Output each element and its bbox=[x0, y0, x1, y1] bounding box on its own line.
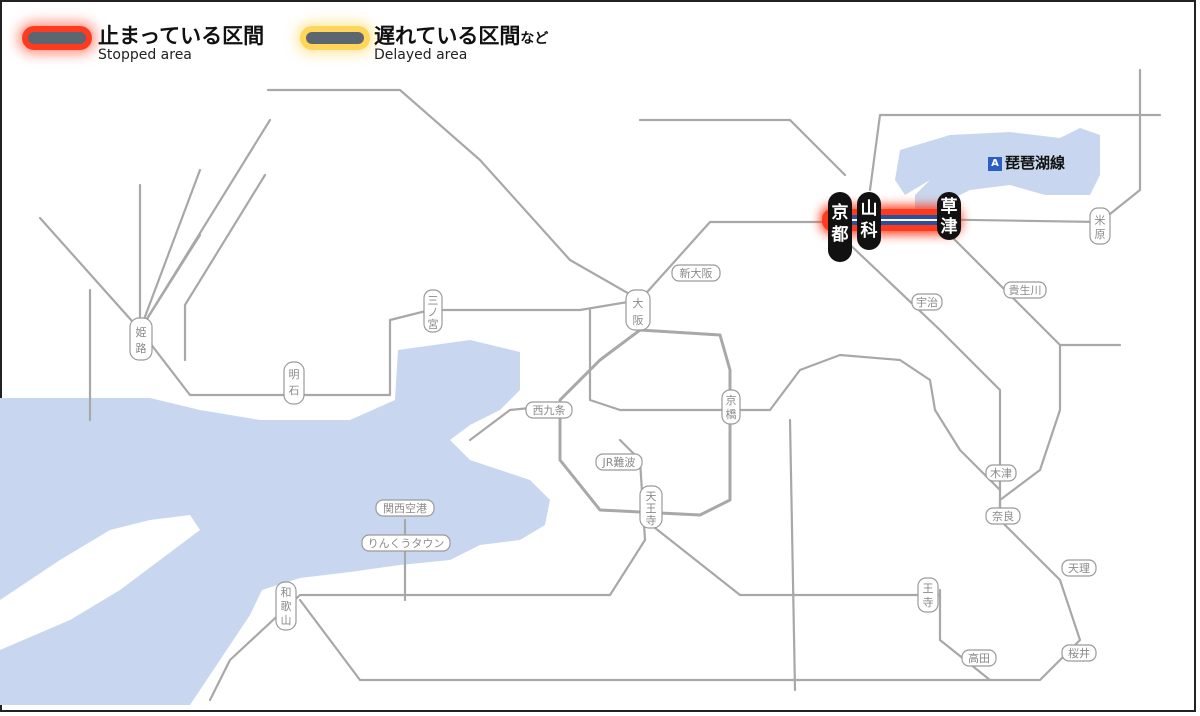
station-himeji[interactable]: 姫 路 bbox=[129, 317, 153, 361]
station-nishikujo[interactable]: 西九条 bbox=[525, 401, 573, 419]
label-kansai-airport: 関西空港 bbox=[383, 501, 427, 515]
legend-delayed-suffix: など bbox=[520, 31, 549, 47]
station-kyoto-char1: 京 bbox=[832, 202, 849, 223]
svg-text:石: 石 bbox=[289, 384, 300, 397]
svg-text:王: 王 bbox=[646, 502, 657, 515]
station-kusatsu[interactable]: 草 津 bbox=[937, 192, 961, 240]
svg-text:山: 山 bbox=[281, 614, 292, 627]
svg-text:宮: 宮 bbox=[428, 317, 439, 331]
svg-text:寺: 寺 bbox=[923, 596, 934, 609]
station-kyobashi[interactable]: 京 橋 bbox=[721, 389, 741, 425]
station-kusatsu-char2: 津 bbox=[941, 216, 958, 237]
svg-text:和: 和 bbox=[281, 586, 292, 599]
stopped-swatch bbox=[28, 32, 86, 44]
line-name: 琵琶湖線 bbox=[1005, 154, 1066, 172]
station-kyoto-char2: 都 bbox=[831, 224, 849, 245]
station-jr-namba[interactable]: JR難波 bbox=[595, 453, 643, 471]
legend-delayed-ja-main: 遅れている区間 bbox=[374, 24, 521, 48]
legend-stopped-ja: 止まっている区間 bbox=[98, 24, 265, 48]
svg-text:明: 明 bbox=[289, 368, 300, 381]
osaka-bay bbox=[0, 340, 550, 705]
label-nishikujo: 西九条 bbox=[533, 403, 566, 417]
svg-text:阪: 阪 bbox=[633, 313, 644, 327]
stopped-segment bbox=[820, 205, 962, 235]
legend-delayed-ja: 遅れている区間など bbox=[374, 20, 548, 50]
svg-text:歌: 歌 bbox=[281, 599, 292, 613]
label-uji: 宇治 bbox=[916, 295, 938, 309]
station-yamashina-char1: 山 bbox=[861, 199, 878, 219]
station-tennoji[interactable]: 天 王 寺 bbox=[639, 485, 663, 529]
station-rinku-town[interactable]: りんくうタウン bbox=[361, 534, 451, 552]
station-takada[interactable]: 高田 bbox=[961, 649, 997, 667]
station-uji[interactable]: 宇治 bbox=[911, 293, 943, 311]
station-sannomiya[interactable]: 三 ノ 宮 bbox=[423, 289, 443, 333]
station-nara[interactable]: 奈良 bbox=[985, 507, 1021, 525]
label-takada: 高田 bbox=[968, 651, 990, 665]
station-maibara[interactable]: 米 原 bbox=[1089, 207, 1111, 245]
label-rinku-town: りんくうタウン bbox=[368, 537, 445, 550]
station-kansai-airport[interactable]: 関西空港 bbox=[375, 499, 435, 517]
label-sakurai: 桜井 bbox=[1068, 646, 1090, 660]
station-labels: 米 原 大 阪 新大阪 関西空港 りんくうタウン 奈良 JR難波 bbox=[129, 207, 1111, 667]
svg-text:路: 路 bbox=[136, 342, 147, 355]
legend-stopped-en: Stopped area bbox=[98, 47, 192, 63]
svg-text:原: 原 bbox=[1095, 228, 1106, 241]
station-shin-osaka[interactable]: 新大阪 bbox=[671, 264, 721, 282]
station-akashi[interactable]: 明 石 bbox=[283, 361, 305, 405]
station-kibukawa[interactable]: 貴生川 bbox=[1003, 281, 1047, 299]
station-sakurai[interactable]: 桜井 bbox=[1061, 644, 1097, 662]
legend-delayed-en: Delayed area bbox=[374, 47, 468, 63]
svg-text:米: 米 bbox=[1095, 214, 1106, 227]
label-tenri: 天理 bbox=[1068, 562, 1090, 575]
station-yamashina[interactable]: 山 科 bbox=[857, 192, 881, 250]
svg-text:橋: 橋 bbox=[726, 407, 737, 421]
station-osaka[interactable]: 大 阪 bbox=[625, 289, 651, 331]
svg-text:ノ: ノ bbox=[428, 306, 439, 319]
station-kyoto[interactable]: 京 都 bbox=[828, 192, 852, 262]
delayed-swatch bbox=[306, 32, 364, 44]
svg-text:姫: 姫 bbox=[136, 325, 147, 339]
label-kizu: 木津 bbox=[990, 467, 1012, 480]
label-nara: 奈良 bbox=[992, 509, 1014, 523]
line-letter-badge: A bbox=[988, 157, 1002, 171]
svg-text:天: 天 bbox=[646, 490, 657, 503]
label-jr-namba: JR難波 bbox=[602, 456, 636, 469]
label-shin-osaka: 新大阪 bbox=[680, 266, 713, 280]
station-oji[interactable]: 王 寺 bbox=[917, 577, 939, 613]
svg-text:王: 王 bbox=[923, 582, 934, 595]
svg-text:大: 大 bbox=[633, 296, 644, 310]
station-yamashina-char2: 科 bbox=[861, 220, 878, 241]
svg-text:三: 三 bbox=[428, 294, 439, 307]
station-kizu[interactable]: 木津 bbox=[985, 464, 1017, 482]
station-tenri[interactable]: 天理 bbox=[1061, 559, 1097, 577]
station-wakayama[interactable]: 和 歌 山 bbox=[275, 581, 297, 631]
svg-text:寺: 寺 bbox=[646, 514, 657, 527]
station-kusatsu-char1: 草 bbox=[941, 197, 958, 217]
label-kibukawa: 貴生川 bbox=[1009, 283, 1042, 297]
svg-text:京: 京 bbox=[726, 393, 737, 407]
